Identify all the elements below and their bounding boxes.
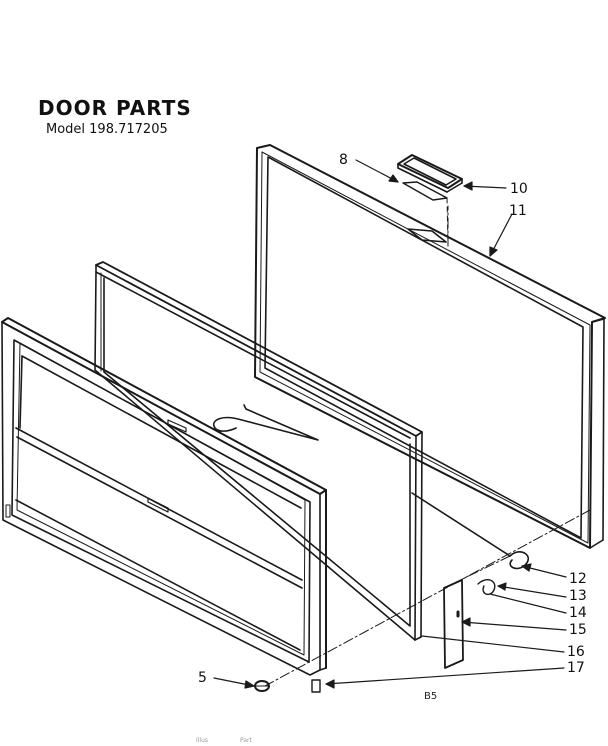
faint-part-label: Part xyxy=(240,737,252,744)
callout-16: 16 xyxy=(567,644,585,660)
callout-labels: 8 10 11 12 13 14 15 16 17 5 xyxy=(198,152,587,686)
handle-plate xyxy=(397,154,463,193)
callout-8: 8 xyxy=(339,152,348,168)
callout-10: 10 xyxy=(510,181,528,197)
glass-frame xyxy=(94,261,423,641)
handle-gasket xyxy=(402,181,449,247)
page-title: DOOR PARTS xyxy=(38,96,192,120)
callout-15: 15 xyxy=(569,622,587,638)
leader-lines xyxy=(213,159,567,689)
front-door-frame xyxy=(1,317,327,676)
callout-12: 12 xyxy=(569,571,587,587)
projection-lines xyxy=(264,205,591,687)
callout-11: 11 xyxy=(509,203,527,219)
callout-5: 5 xyxy=(198,670,207,686)
screw xyxy=(254,680,270,692)
rear-door-panel xyxy=(254,144,606,549)
diagram-code: B5 xyxy=(424,691,438,702)
hinge-pin xyxy=(311,679,321,693)
callout-17: 17 xyxy=(567,660,585,676)
faint-illus-label: Illus xyxy=(196,737,209,744)
model-number: Model 198.717205 xyxy=(46,122,168,137)
callout-14: 14 xyxy=(569,605,587,621)
callout-13: 13 xyxy=(569,588,587,604)
